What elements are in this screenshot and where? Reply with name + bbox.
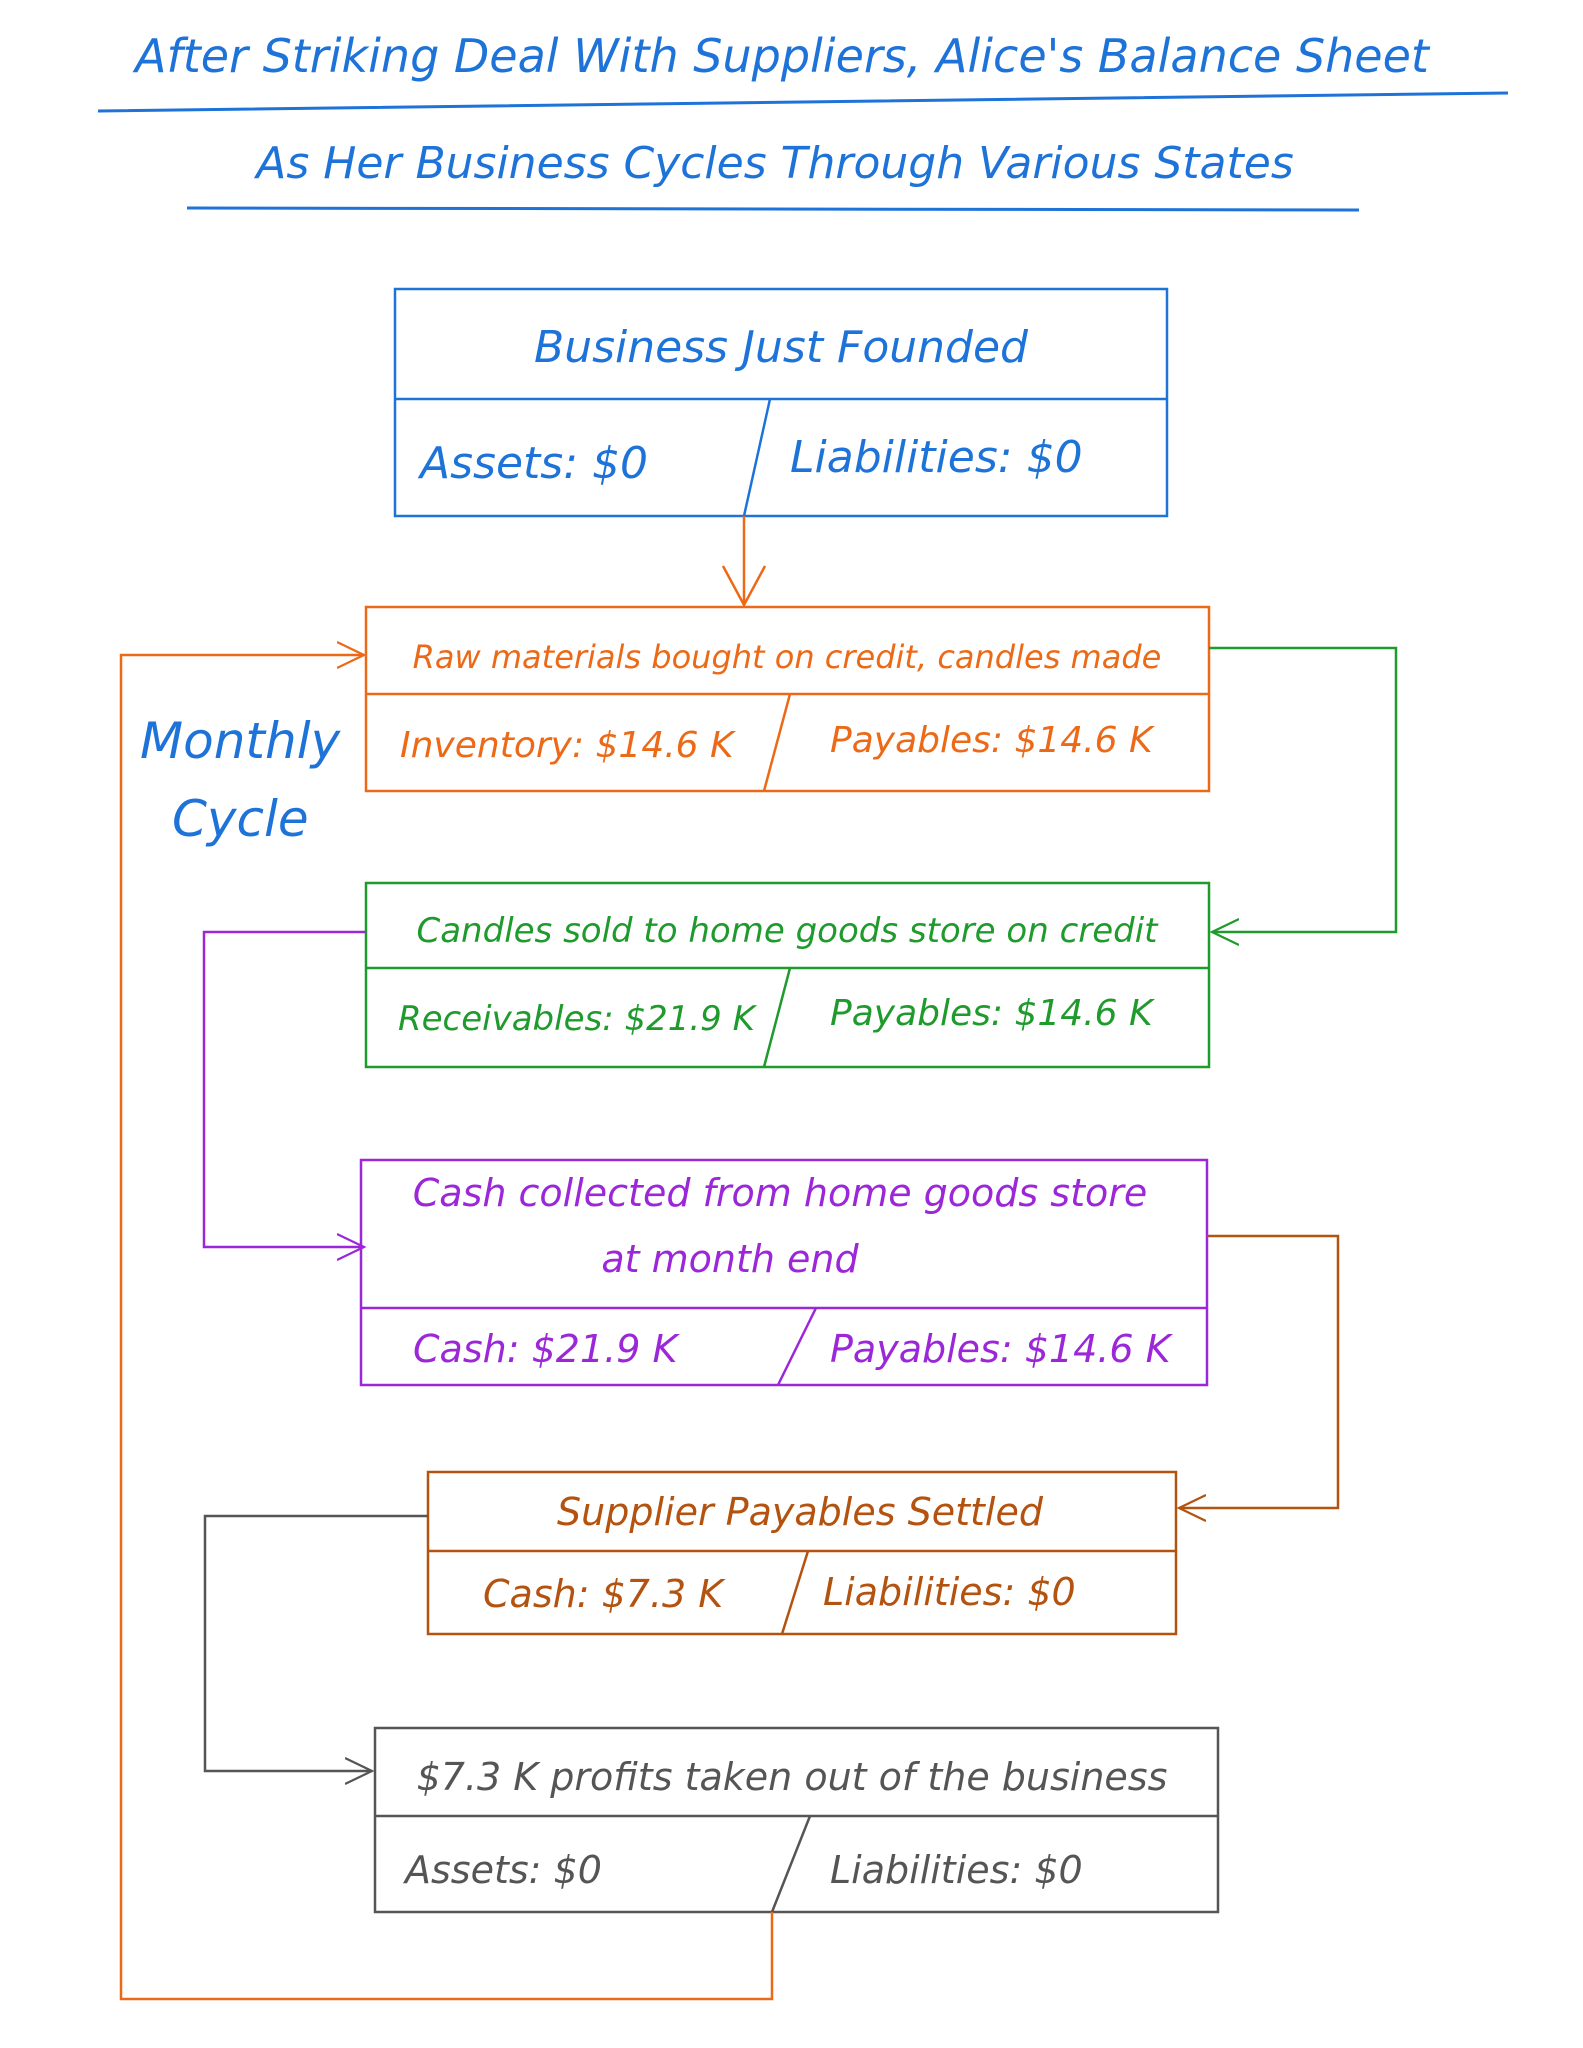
cycle-label-line-2: Cycle	[172, 790, 309, 848]
state-heading-line-2: at month end	[601, 1237, 859, 1281]
state-payables: Payables: $14.6 K	[830, 1327, 1174, 1371]
state-heading: Cash collected from home goods store	[413, 1171, 1148, 1215]
state-heading: Candles sold to home goods store on cred…	[416, 911, 1159, 951]
state-heading: Business Just Founded	[534, 322, 1029, 373]
state-liabilities: Liabilities: $0	[790, 432, 1083, 483]
split-divider	[762, 693, 792, 792]
state-assets: Assets: $0	[402, 1848, 602, 1892]
title-underline-1	[97, 91, 1509, 113]
title-underline-2	[186, 205, 1360, 212]
state-cash: Cash: $7.3 K	[483, 1572, 726, 1616]
title-line-2: As Her Business Cycles Through Various S…	[253, 138, 1294, 189]
split-divider	[770, 1815, 812, 1913]
cycle-label-line-1: Monthly	[140, 712, 342, 770]
state-payables-settled: Supplier Payables Settled Cash: $7.3 K L…	[426, 1470, 1178, 1636]
arrow-cash-collected-to-payables-settled	[1179, 1234, 1340, 1508]
arrow-candles-sold-to-cash-collected	[202, 930, 366, 1247]
split-divider	[780, 1550, 810, 1635]
arrow-founded-to-raw-materials-head	[721, 565, 767, 608]
state-heading: Raw materials bought on credit, candles …	[413, 638, 1162, 676]
state-heading: Supplier Payables Settled	[557, 1490, 1044, 1534]
state-payables: Payables: $14.6 K	[830, 993, 1155, 1034]
split-divider	[762, 967, 792, 1068]
arrow-raw-materials-to-candles-sold	[1209, 646, 1398, 932]
state-cash-collected: Cash collected from home goods store at …	[359, 1158, 1209, 1387]
state-profits-taken-out: $7.3 K profits taken out of the business…	[373, 1726, 1220, 1914]
state-inventory: Inventory: $14.6 K	[400, 725, 736, 766]
arrow-monthly-cycle-loop	[119, 655, 774, 2001]
state-liabilities: Liabilities: $0	[823, 1570, 1076, 1614]
split-divider	[742, 398, 772, 517]
state-cash: Cash: $21.9 K	[413, 1327, 680, 1371]
state-heading: $7.3 K profits taken out of the business	[417, 1755, 1168, 1799]
state-liabilities: Liabilities: $0	[830, 1848, 1083, 1892]
state-raw-materials-bought: Raw materials bought on credit, candles …	[364, 605, 1211, 793]
arrow-payables-settled-to-profits	[203, 1514, 428, 1771]
state-assets: Assets: $0	[417, 438, 648, 489]
state-receivables: Receivables: $21.9 K	[398, 999, 758, 1039]
state-payables: Payables: $14.6 K	[830, 720, 1155, 761]
split-divider	[776, 1307, 818, 1386]
state-business-founded: Business Just Founded Assets: $0 Liabili…	[393, 287, 1169, 518]
title-line-1: After Striking Deal With Suppliers, Alic…	[132, 29, 1431, 83]
state-candles-sold: Candles sold to home goods store on cred…	[364, 881, 1211, 1069]
